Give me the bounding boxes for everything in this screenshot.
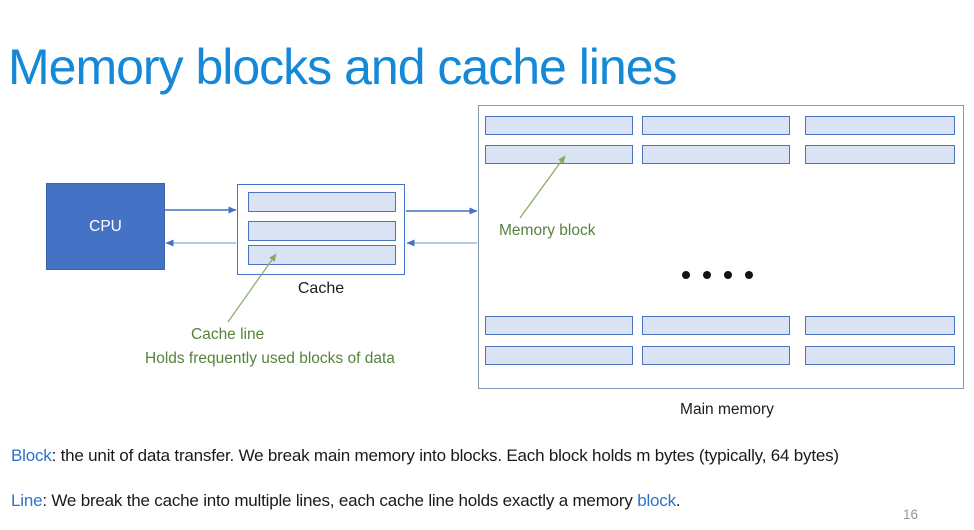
memory-block <box>805 346 955 365</box>
memory-block <box>642 116 790 135</box>
note-line-definition: Line: We break the cache into multiple l… <box>11 490 681 511</box>
ellipsis-dots <box>682 271 753 279</box>
memory-block <box>642 145 790 164</box>
main-memory-box <box>478 105 964 389</box>
note-line-term: Line <box>11 491 43 510</box>
ellipsis-dot-icon <box>724 271 732 279</box>
note-block-body: : the unit of data transfer. We break ma… <box>51 446 840 465</box>
page-number: 16 <box>903 507 919 522</box>
cache-box <box>237 184 405 275</box>
cache-line-row <box>248 221 396 241</box>
slide-title: Memory blocks and cache lines <box>8 38 678 95</box>
cache-line-callout-subtext: Holds frequently used blocks of data <box>145 350 395 367</box>
memory-block <box>805 116 955 135</box>
memory-block <box>805 316 955 335</box>
cache-line-callout-label: Cache line <box>191 326 265 343</box>
cpu-box: CPU <box>46 183 165 270</box>
main-memory-label: Main memory <box>680 401 774 418</box>
memory-block <box>485 145 633 164</box>
memory-block <box>485 116 633 135</box>
note-block-definition: Block: the unit of data transfer. We bre… <box>11 445 839 466</box>
note-line-suffix: . <box>675 491 681 510</box>
cpu-label: CPU <box>89 217 122 235</box>
cache-line-row <box>248 245 396 265</box>
cache-line-row <box>248 192 396 212</box>
note-block-term: Block <box>11 446 52 465</box>
ellipsis-dot-icon <box>745 271 753 279</box>
cache-label: Cache <box>297 280 345 297</box>
memory-block <box>485 346 633 365</box>
memory-block <box>485 316 633 335</box>
memory-block-callout-label: Memory block <box>499 222 596 239</box>
note-line-body: : We break the cache into multiple lines… <box>42 491 638 510</box>
ellipsis-dot-icon <box>682 271 690 279</box>
memory-block <box>805 145 955 164</box>
note-line-link-word: block <box>637 491 676 510</box>
memory-block <box>642 346 790 365</box>
ellipsis-dot-icon <box>703 271 711 279</box>
memory-block <box>642 316 790 335</box>
